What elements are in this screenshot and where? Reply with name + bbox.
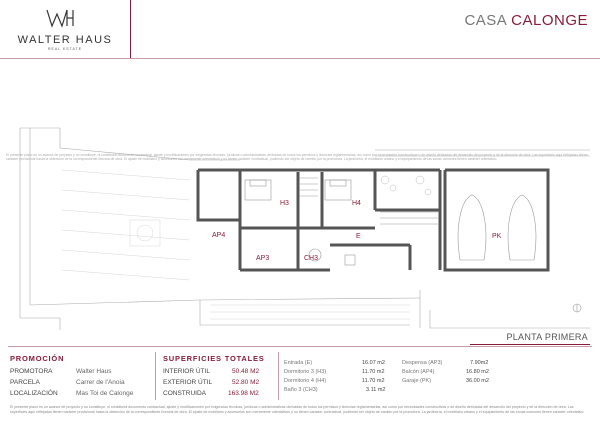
house-walls: [196, 168, 442, 272]
logo-subtitle: REAL ESTATE: [47, 47, 83, 51]
header-divider: [130, 0, 131, 58]
estancia-label: Baño 3 (CH3): [284, 387, 318, 393]
terrace-hatch: [61, 169, 410, 320]
column-divider: [155, 352, 156, 400]
promocion-title: PROMOCIÓN: [10, 354, 65, 363]
floor-label-rule: [470, 344, 590, 345]
header: WALTER HAUS REAL ESTATE CASA CALONGE: [0, 0, 600, 58]
furniture: [244, 177, 582, 313]
floor-label: PLANTA PRIMERA: [506, 332, 588, 342]
promocion-value: Mas Toi de Calonge: [76, 390, 134, 397]
promocion-label: PROMOTORA: [10, 368, 53, 375]
garage-walls: [443, 168, 550, 272]
room-label-ch3: CH3: [304, 255, 318, 262]
estancia-label: Balcón (AP4): [402, 369, 435, 375]
room-label-pk: PK: [492, 233, 502, 240]
superficie-value: 163.98 M2: [228, 390, 259, 397]
plan-disclaimer: El presente plano es un avance de proyec…: [6, 153, 589, 162]
floor-plan: H3 H4 AP4 AP3 CH3 E PK: [19, 127, 590, 330]
estancia-label: Despensa (AP3): [402, 360, 443, 366]
estancia-value: 3.11 m2: [366, 387, 386, 393]
estancia-value: 7.90m2: [470, 360, 489, 366]
room-label-ap4: AP4: [212, 232, 225, 239]
room-label-ap3: AP3: [256, 255, 269, 262]
promocion-value: Walter Haus: [76, 368, 112, 375]
superficie-label: EXTERIOR ÚTIL: [163, 379, 213, 386]
superficie-value: 52.80 M2: [232, 379, 260, 386]
promocion-label: LOCALIZACIÓN: [10, 390, 58, 397]
superficie-label: CONSTRUIDA: [163, 390, 206, 397]
plants: [380, 175, 432, 196]
superficie-label: INTERIOR ÚTIL: [163, 368, 210, 375]
estancia-value: 11.70 m2: [362, 378, 385, 384]
footer-disclaimer: El presente plano es un avance de proyec…: [0, 404, 600, 424]
title-calonge: CALONGE: [511, 12, 588, 29]
estancia-label: Dormitorio 3 (H3): [284, 369, 327, 375]
walter-haus-logo-icon: [46, 9, 74, 28]
title-casa: CASA: [464, 12, 507, 29]
superficie-value: 50.48 M2: [232, 368, 260, 375]
column-divider: [278, 352, 279, 400]
estancia-value: 11.70 m2: [362, 369, 385, 375]
superficies-title: SUPERFICIES TOTALES: [163, 354, 265, 363]
estancia-label: Dormitorio 4 (H4): [284, 378, 327, 384]
room-label-h4: H4: [352, 200, 361, 207]
page-title: CASA CALONGE: [464, 12, 588, 29]
logo-name: WALTER HAUS: [17, 34, 113, 46]
room-label-e: E: [356, 233, 361, 240]
estancia-label: Garaje (PK): [402, 378, 432, 384]
site-lines: [19, 127, 590, 330]
estancia-label: Entrada (E): [284, 360, 313, 366]
header-rule: [0, 58, 600, 59]
promocion-value: Carrer de l'Anoia: [76, 379, 125, 386]
estancia-value: 16.07 m2: [362, 360, 385, 366]
estancia-value: 36.00 m2: [466, 378, 489, 384]
room-label-h3: H3: [280, 200, 289, 207]
promocion-label: PARCELA: [10, 379, 40, 386]
footer-rule: [8, 346, 592, 347]
estancia-value: 16.80 m2: [466, 369, 489, 375]
